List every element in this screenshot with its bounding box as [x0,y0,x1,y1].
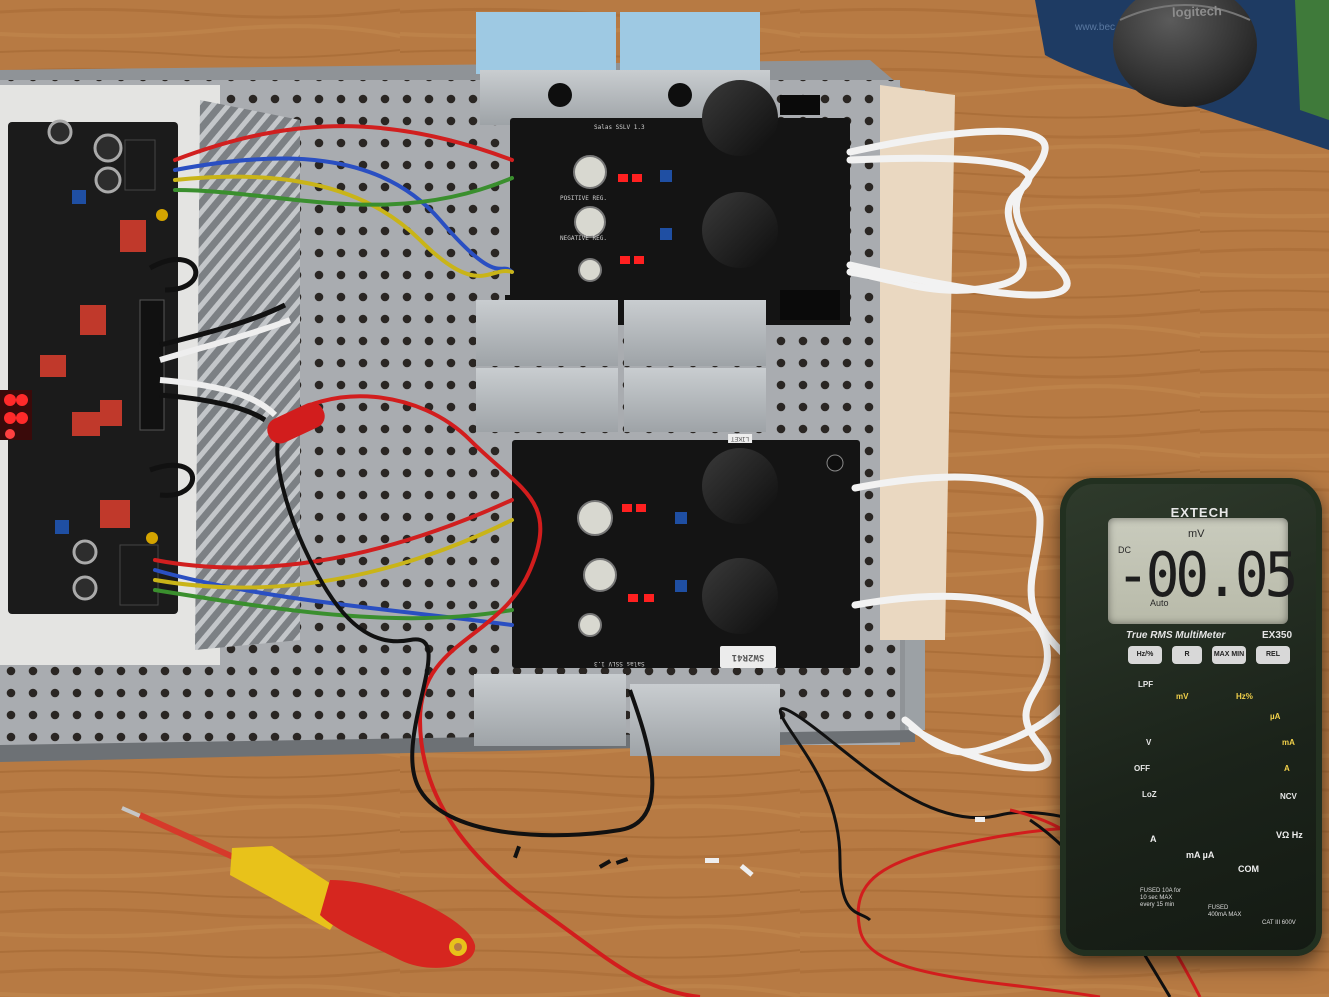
mouse-logo: logitech [1171,3,1223,20]
loose-components [513,817,985,877]
twisted-output-wires [846,127,1079,772]
pcb-sticker-top: LIKET [728,434,753,443]
status-leds-top [618,174,644,264]
red-probe-tip[interactable] [263,399,328,448]
dial-label-ma: mA [1282,738,1295,747]
jack-label-a: A [1150,834,1157,844]
fuse-note-a: FUSED 10A for 10 sec MAX every 15 min [1140,888,1182,908]
pcb-board-label-bottom: Salas SSLV 1.3 [594,660,645,667]
dial-label-lpf: LPF [1138,680,1154,689]
dial-label-loz: LoZ [1142,790,1157,799]
thermal-pad-bottom-left [474,674,626,746]
meter-button-rel[interactable]: REL [1256,646,1290,664]
computer-mouse[interactable] [1113,0,1257,107]
meter-series-label: True RMS MultiMeter [1126,630,1226,641]
jack-label-com: COM [1238,864,1259,874]
white-wire [159,377,278,418]
dial-label-ncv: NCV [1280,792,1297,801]
meter-model: EX350 [1262,630,1293,641]
pcb-negative-label: NEGATIVE REG. [560,235,607,242]
jack-label-ma: mA µA [1186,850,1215,860]
meter-lcd [1108,518,1288,624]
meter-button-hz[interactable]: Hz/% [1128,646,1162,664]
meter-display-unit: mV [1188,528,1205,540]
meter-button-range[interactable]: R [1172,646,1202,664]
meter-display-value: -00.05 [1116,540,1298,612]
meter-display-auto: Auto [1150,598,1169,608]
white-wire [159,317,292,363]
meter-display-mode: DC [1118,545,1131,555]
dial-label-ua: µA [1270,712,1281,721]
black-probe-lead [275,429,655,838]
dial-label-a: A [1284,764,1290,773]
wire-bundle-top [173,124,514,278]
black-wire-loop [148,257,199,293]
dial-label-v: V [1146,738,1152,747]
screwdriver[interactable] [121,806,476,968]
jack-label-v: VΩ Hz [1276,830,1303,840]
black-wire [159,392,267,423]
thermal-pad-bottom-right [630,684,780,756]
regulator-pcb-top [505,80,850,325]
insulation-sheet [880,85,955,640]
dial-label-hz: Hz% [1236,692,1253,701]
control-pcb [8,119,178,614]
status-leds-left [0,390,32,440]
meter-button-max-min[interactable]: MAX MIN [1212,646,1246,664]
cat-note: CAT III 600V [1262,920,1296,926]
black-wire-loop [149,462,196,498]
heatsink-fins [195,100,300,650]
dial-label-off: OFF [1134,764,1150,773]
status-leds-bottom [622,504,654,602]
dial-label-mv: mV [1176,692,1189,701]
thermal-pads-gray [476,300,766,432]
black-wire [159,302,287,348]
thermal-pads-blue [476,12,760,74]
red-probe-lead [273,394,701,997]
mousepad-text: www.bec [1075,22,1116,33]
wire-bundle-bottom [153,498,514,627]
pcb-positive-label: POSITIVE REG. [560,195,607,202]
meter-brand: EXTECH [1170,505,1230,520]
fuse-note-ma: FUSED 400mA MAX [1208,905,1242,918]
regulator-pcb-bottom [512,440,860,668]
pcb-sticker: SW2R41 [720,646,776,668]
pcb-board-label-top: Salas SSLV 1.3 [594,124,645,131]
